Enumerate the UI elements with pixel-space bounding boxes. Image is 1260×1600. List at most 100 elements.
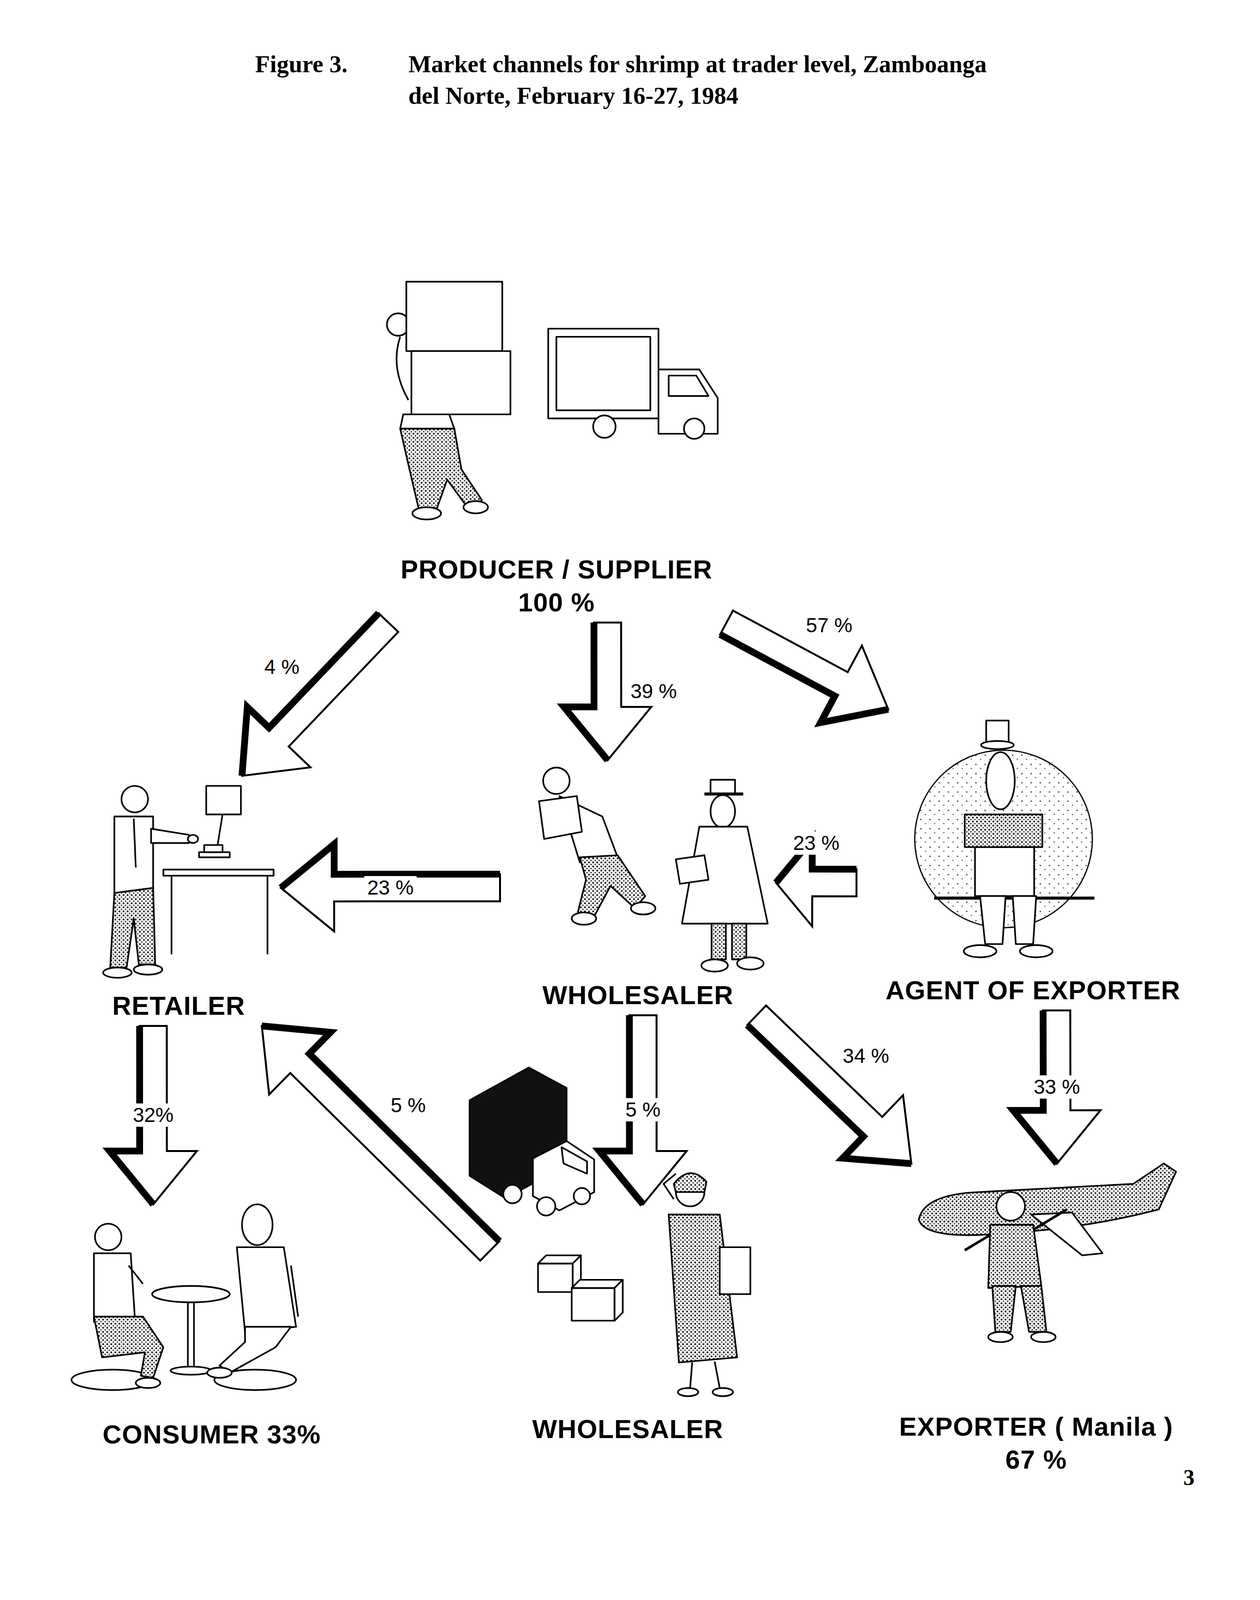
- arrow-outline: [109, 1026, 197, 1205]
- share-percent: 23 %: [790, 831, 843, 855]
- consumer-figures: [207, 1368, 232, 1379]
- retailer-figure: [103, 968, 132, 979]
- actor-label: 100 %: [517, 586, 595, 620]
- retailer-figure: [133, 964, 163, 975]
- consumer-figures: [94, 1316, 164, 1378]
- exporter-figure: [988, 1225, 1042, 1289]
- retailer-figure: [110, 888, 156, 968]
- arrow-shadow: [242, 613, 379, 776]
- share-percent: 4 %: [261, 655, 303, 679]
- retailer-figure: [151, 828, 190, 843]
- arrow-outline: [280, 844, 501, 932]
- figure-number: Figure 3.: [255, 48, 348, 81]
- share-percent: 23 %: [364, 876, 417, 900]
- truck-outline: [556, 337, 651, 411]
- exporter-figure: [988, 1332, 1014, 1343]
- actor-label: PRODUCER / SUPPLIER: [400, 553, 713, 587]
- delivery-truck: [573, 1188, 591, 1205]
- agent-figure: [1012, 896, 1036, 945]
- consumer-figures: [242, 1204, 273, 1246]
- consumer-figures: [170, 1367, 212, 1376]
- wholesaler-figures: [731, 923, 746, 960]
- arrow-shadow: [564, 622, 608, 761]
- share-percent: 5 %: [387, 1094, 429, 1118]
- actor-label: CONSUMER 33%: [102, 1418, 321, 1452]
- woman-figure: [673, 1173, 707, 1193]
- exporter-figure: [964, 1209, 1067, 1251]
- delivery-truck: [469, 1067, 595, 1216]
- arrow-outline: [720, 610, 889, 723]
- delivery-truck: [536, 1197, 556, 1216]
- agent-figure: [1019, 945, 1053, 958]
- actor-node: WHOLESALER: [489, 1204, 766, 1450]
- producer-figure: [411, 351, 511, 415]
- retailer-figure: [103, 786, 275, 979]
- retailer-figure: [171, 875, 268, 955]
- share-percent: 39 %: [627, 679, 680, 704]
- share-percent: 5 %: [622, 1098, 664, 1122]
- actor-node: PRODUCER / SUPPLIER100 %: [367, 270, 746, 623]
- flow-arrow: [599, 1015, 687, 1205]
- wholesaler-figures: [710, 779, 736, 794]
- arrow-shadow: [261, 1026, 500, 1242]
- agent-figure: [914, 720, 1095, 958]
- producer-figure: [387, 281, 511, 520]
- producer-figure: [400, 414, 455, 429]
- consumer-figures: [94, 1253, 135, 1323]
- consumer-figures: [71, 1204, 298, 1391]
- woman-figure: [719, 1247, 751, 1295]
- woman-figure: [663, 1173, 751, 1397]
- actor-node: AGENT OF EXPORTER: [856, 709, 1210, 1011]
- cargo-boxes: [571, 1288, 615, 1322]
- flow-arrow: [242, 613, 399, 776]
- retailer-figure: [206, 786, 242, 815]
- retailer-figure: [187, 835, 198, 844]
- actor-node: EXPORTER ( Manila )67 %: [862, 1163, 1210, 1481]
- flow-arrow: [280, 844, 501, 932]
- consumer-figures: [290, 1265, 299, 1317]
- consumer-figures: [128, 1265, 143, 1285]
- agent-figure: [964, 814, 1043, 848]
- exporter-figure: [992, 1286, 1016, 1333]
- agent-figure: [974, 847, 1034, 897]
- arrow-outline: [747, 1005, 912, 1164]
- delivery-truck: [561, 1147, 588, 1175]
- producer-figure: [463, 501, 489, 514]
- woman-figure: [712, 1388, 733, 1397]
- wholesaler-figures: [711, 923, 726, 960]
- producer-figure: [406, 281, 503, 352]
- exporter-figure: [1031, 1332, 1056, 1343]
- agent-figure: [985, 752, 1015, 810]
- actor-label: EXPORTER ( Manila ): [899, 1410, 1174, 1444]
- wholesaler-figures: [676, 855, 709, 885]
- retailer-figure: [121, 786, 148, 813]
- wholesaler-figures: [543, 767, 570, 795]
- share-percent: 57 %: [803, 613, 856, 638]
- wholesaler-figures: [571, 912, 597, 925]
- agent-figure: [963, 945, 997, 958]
- actor-label: WHOLESALER: [532, 1413, 724, 1447]
- flow-arrow: [261, 1026, 500, 1261]
- actor-label: AGENT OF EXPORTER: [885, 974, 1181, 1008]
- actor-node: RETAILER: [76, 775, 281, 1027]
- retailer-figure: [114, 816, 154, 894]
- arrow-shadow: [747, 1025, 912, 1164]
- share-percent: 33 %: [1030, 1075, 1083, 1099]
- share-percent: 32%: [129, 1103, 177, 1128]
- wholesaler-figures: [701, 959, 728, 972]
- exporter-figure: [919, 1163, 1177, 1343]
- retailer-figure: [133, 818, 136, 868]
- actor-label: RETAILER: [112, 989, 246, 1023]
- consumer-figures: [152, 1286, 230, 1303]
- flow-arrow: [1013, 1010, 1101, 1164]
- retailer-figure: [163, 869, 274, 876]
- actor-node: WHOLESALER: [500, 760, 776, 1016]
- actor-label: WHOLESALER: [542, 979, 734, 1013]
- woman-figure: [690, 1361, 720, 1389]
- truck-outline: [548, 328, 659, 419]
- truck-outline: [593, 415, 616, 438]
- producer-figure: [400, 428, 482, 511]
- woman-figure: [678, 1388, 699, 1397]
